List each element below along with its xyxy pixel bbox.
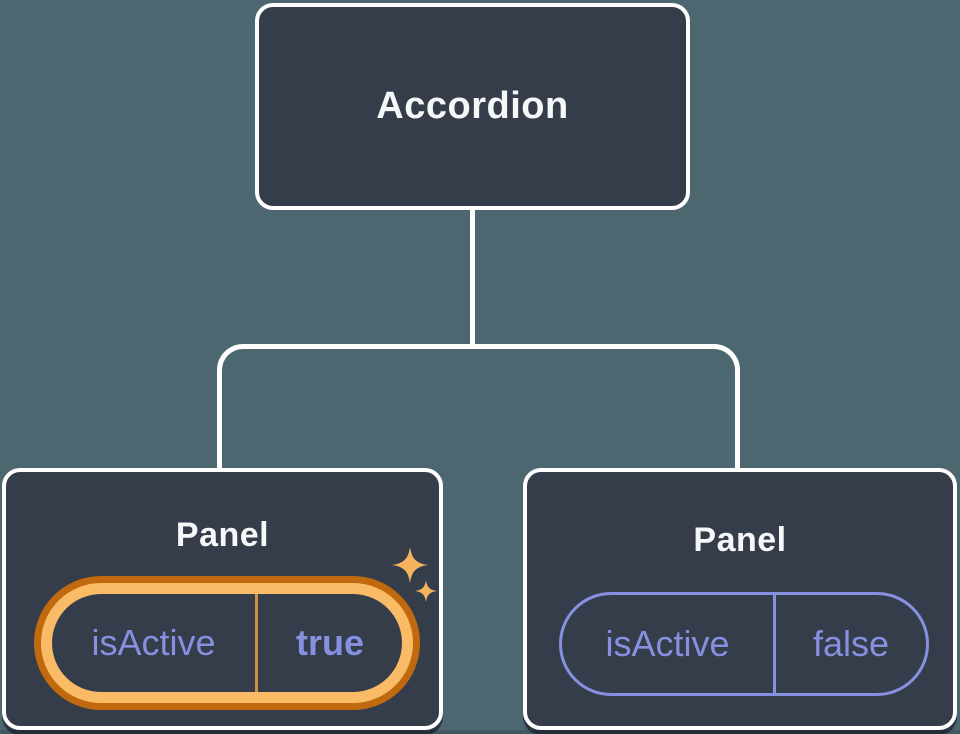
sparkle-icon-large bbox=[392, 547, 428, 583]
panel-node-active: Panel isActive true bbox=[2, 468, 443, 730]
connector-stem bbox=[470, 208, 475, 348]
panel-node-title: Panel bbox=[175, 516, 270, 554]
panel-node-title: Panel bbox=[693, 521, 787, 559]
prop-value-label: false bbox=[813, 623, 890, 664]
connector-branch bbox=[217, 344, 740, 468]
prop-value-label: true bbox=[295, 622, 364, 663]
accordion-node: Accordion bbox=[255, 3, 690, 210]
prop-pill-divider bbox=[773, 595, 777, 693]
accordion-node-label: Accordion bbox=[376, 85, 569, 127]
panel-node-inactive: Panel isActive false bbox=[523, 468, 957, 730]
highlight-ring-inner: isActive true bbox=[41, 583, 413, 703]
prop-name-label: isActive bbox=[605, 623, 730, 664]
bottom-edge-shade bbox=[0, 730, 960, 734]
prop-pill-highlighted: isActive true bbox=[34, 576, 420, 710]
prop-pill-divider bbox=[255, 594, 258, 692]
sparkle-icon-small bbox=[415, 580, 437, 602]
prop-pill-core: isActive true bbox=[52, 594, 402, 692]
prop-pill: isActive false bbox=[559, 592, 929, 696]
prop-name-label: isActive bbox=[91, 622, 216, 663]
